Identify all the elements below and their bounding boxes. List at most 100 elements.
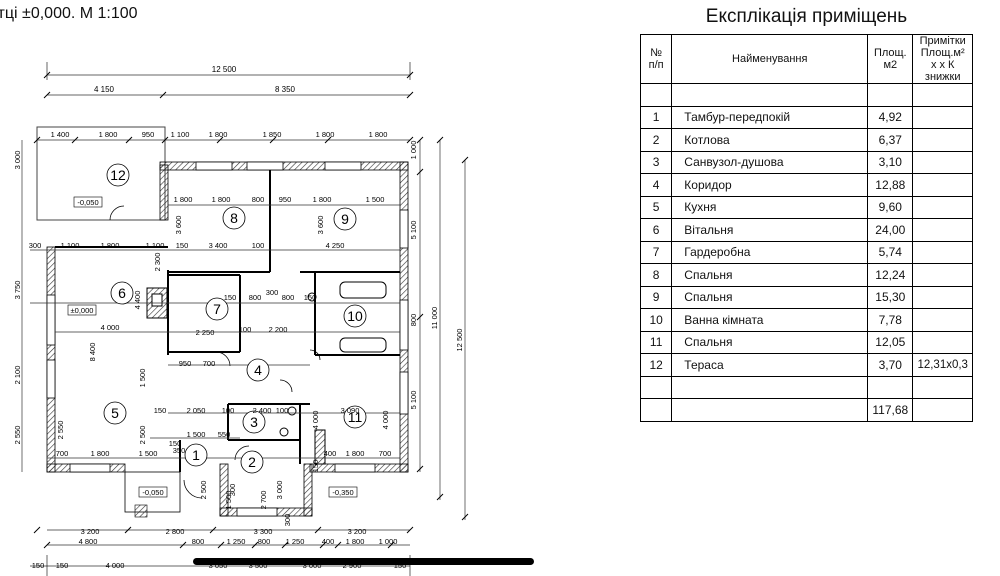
dimension-label: 1 800 — [316, 130, 335, 139]
cell-num — [639, 375, 673, 399]
room-number: 2 — [248, 454, 256, 470]
room-marker — [184, 443, 208, 467]
cell-area: 4,92 — [867, 105, 914, 129]
room-marker — [242, 410, 266, 434]
dimension-label: 950 — [142, 130, 155, 139]
home-indicator-bar[interactable] — [193, 558, 534, 565]
dimension-label: 3 000 — [13, 151, 22, 170]
room-number: 7 — [213, 301, 221, 317]
room-marker — [333, 207, 357, 231]
dimension-label: 550 — [218, 430, 231, 439]
dimension-label: 1 250 — [227, 537, 246, 546]
room-marker — [222, 206, 246, 230]
room-number: 10 — [347, 308, 363, 324]
cell-note — [912, 105, 973, 129]
cell-num: 9 — [639, 285, 673, 309]
room-number: 12 — [110, 167, 126, 183]
level-marker: -0,050 — [142, 488, 163, 497]
cell-area: 12,88 — [867, 173, 914, 197]
cell-name: Вітальня — [671, 218, 869, 242]
floor-plan: ітці ±0,000. М 1:100 — [0, 5, 469, 576]
cell-note — [912, 218, 973, 242]
dimension-label: 150 — [56, 561, 69, 570]
cell-area — [867, 375, 914, 399]
level-marker: -0,350 — [332, 488, 353, 497]
room-number: 1 — [192, 447, 200, 463]
cell-area — [867, 83, 914, 107]
table-row-empty — [639, 375, 973, 399]
dimension-label: 150 — [311, 460, 320, 473]
dimension-label: 4 000 — [101, 323, 120, 332]
dimension-label: 300 — [228, 484, 237, 497]
dimension-label: 800 — [409, 314, 418, 327]
dimension-label: 1 800 — [346, 449, 365, 458]
dimension-label: 1 500 — [139, 449, 158, 458]
cell-num: 1 — [639, 105, 673, 129]
dimension-label: 150 — [154, 406, 167, 415]
dimension-label: 4 400 — [133, 291, 142, 310]
dimension-label: 1 800 — [212, 195, 231, 204]
dimension-label: 300 — [283, 514, 292, 527]
dimension-label: 800 — [192, 537, 205, 546]
cell-area: 6,37 — [867, 128, 914, 152]
dimension-label: 1 100 — [61, 241, 80, 250]
dimension-label: 700 — [379, 449, 392, 458]
room-number: 8 — [230, 210, 238, 226]
level-marker-box — [138, 486, 168, 498]
cell-name: Кухня — [671, 195, 869, 219]
cell-note — [912, 330, 973, 354]
cell-num: 12 — [639, 353, 673, 377]
dimension-label: 150 — [169, 439, 182, 448]
cell-num: 6 — [639, 218, 673, 242]
cell-note: 12,31х0,3 — [912, 353, 973, 377]
dimension-label: 400 — [324, 449, 337, 458]
header-name: Найменування — [671, 34, 869, 84]
dimension-label: 3 750 — [13, 281, 22, 300]
dimension-label: 2 250 — [196, 328, 215, 337]
level-marker: -0,050 — [77, 198, 98, 207]
dimension-label: 1 850 — [263, 130, 282, 139]
cell-num: 11 — [639, 330, 673, 354]
dimension-label: 2 800 — [166, 527, 185, 536]
floor-plan-drawing: 123456789101112±0,000-0,050-0,050-0,3501… — [13, 62, 469, 576]
dimension-label: 2 050 — [187, 406, 206, 415]
dimension-label: 1 500 — [187, 430, 206, 439]
room-marker — [343, 304, 367, 328]
level-marker: ±0,000 — [71, 306, 94, 315]
dimension-label: 12 500 — [455, 329, 464, 352]
dimension-label: 300 — [29, 241, 42, 250]
plan-title: ітці ±0,000. М 1:100 — [0, 5, 138, 22]
cell-name: Котлова — [671, 128, 869, 152]
dimension-label: 300 — [266, 288, 279, 297]
dimension-label: 8 350 — [275, 85, 296, 94]
dimension-label: 2 100 — [13, 366, 22, 385]
cell-area: 5,74 — [867, 240, 914, 264]
room-number: 6 — [118, 285, 126, 301]
cell-name — [671, 375, 869, 399]
level-marker-box — [67, 304, 97, 316]
dimension-label: 1 250 — [286, 537, 305, 546]
room-marker — [205, 297, 229, 321]
dimension-label: 350 — [173, 446, 186, 455]
room-marker — [246, 358, 270, 382]
dimension-label: 800 — [258, 537, 271, 546]
entrance-step — [124, 471, 181, 513]
cell-note — [912, 128, 973, 152]
interior-walls — [55, 170, 400, 472]
cell-area: 12,24 — [867, 263, 914, 287]
cell-area: 3,10 — [867, 150, 914, 174]
cell-name: Тераса — [671, 353, 869, 377]
dimension-label: 1 800 — [99, 130, 118, 139]
header-num: № п/п — [639, 34, 673, 84]
dimension-label: 3 400 — [209, 241, 228, 250]
